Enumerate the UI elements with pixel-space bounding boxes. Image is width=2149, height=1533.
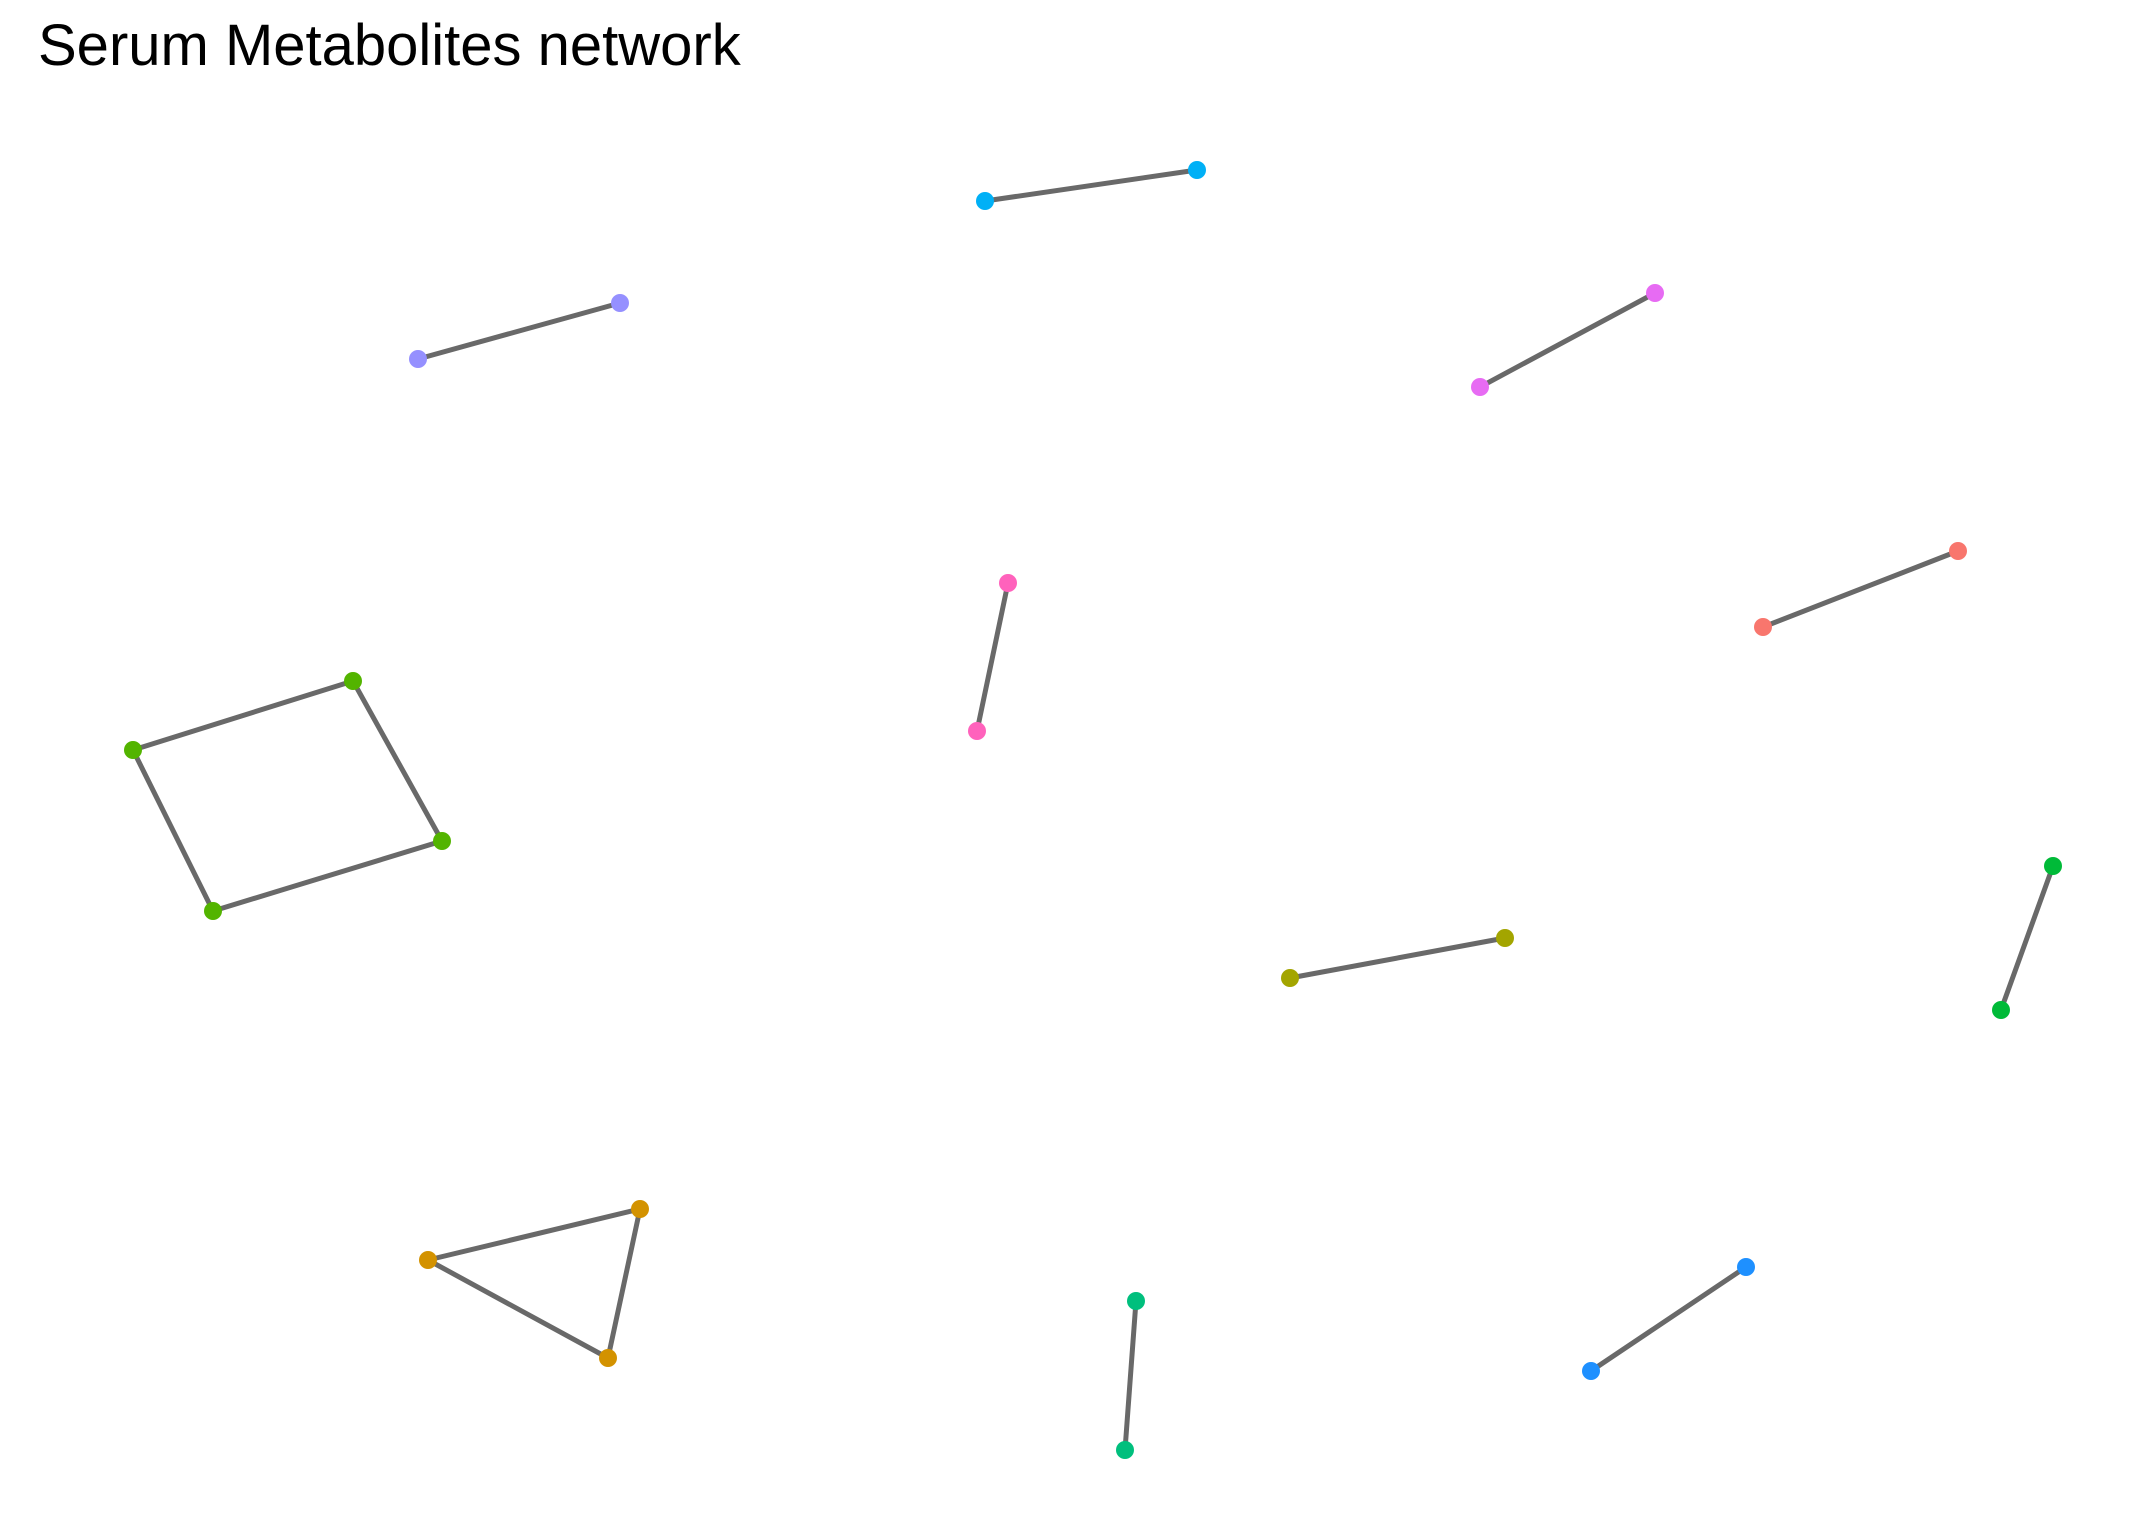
network-node [1754,618,1772,636]
network-edge [1287,935,1508,981]
network-node [1737,1258,1755,1276]
network-node [344,672,362,690]
network-edge [130,747,216,914]
network-edge [1477,290,1658,390]
network-node [1992,1001,2010,1019]
network-edge [974,580,1011,734]
network-node [419,1251,437,1269]
network-edge [415,300,623,362]
network-edge [605,1206,643,1361]
network-node [1949,542,1967,560]
network-edge [982,167,1200,204]
network-node [999,574,1017,592]
network-node [1471,378,1489,396]
chart-title: Serum Metabolites network [38,13,741,78]
network-edge [425,1206,643,1263]
nodes-layer [124,161,2062,1459]
network-node [1116,1441,1134,1459]
network-edge [1122,1298,1139,1453]
network-edge [130,678,356,753]
network-node [976,192,994,210]
edges-layer [130,167,2056,1453]
network-node [124,741,142,759]
network-node [204,902,222,920]
network-edge [210,838,445,914]
network-edge [1588,1264,1749,1374]
network-edge [425,1257,611,1361]
network-node [611,294,629,312]
network-node [1127,1292,1145,1310]
network-edge [1760,548,1961,630]
network-node [1582,1362,1600,1380]
network-node [1496,929,1514,947]
network-node [599,1349,617,1367]
network-node [1646,284,1664,302]
network-node [2044,857,2062,875]
network-edge [1998,863,2056,1013]
network-node [968,722,986,740]
network-node [409,350,427,368]
network-node [1281,969,1299,987]
network-node [433,832,451,850]
network-node [631,1200,649,1218]
network-node [1188,161,1206,179]
network-edge [350,678,445,844]
